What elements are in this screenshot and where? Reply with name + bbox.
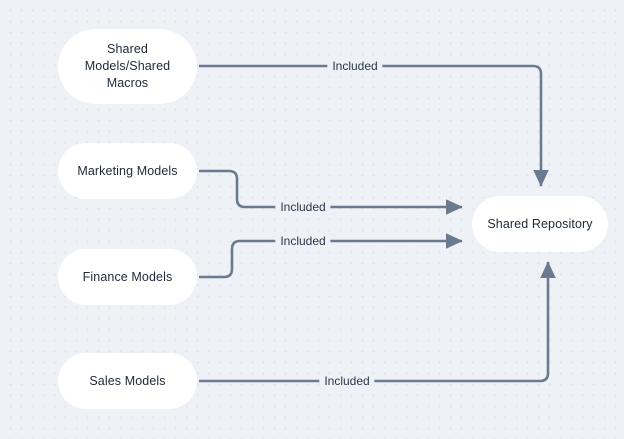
node-sales-models[interactable]: Sales Models [58,353,197,409]
node-shared-repository[interactable]: Shared Repository [472,196,608,252]
node-label: Shared Models/Shared Macros [84,42,171,90]
edge-label-marketing-models: Included [275,200,331,214]
node-shared-models[interactable]: Shared Models/Shared Macros [58,29,197,104]
edge-label-finance-models: Included [275,234,331,248]
edge-edge-sales-models [199,261,556,383]
edge-label-shared-models: Included [327,59,383,73]
node-label: Sales Models [89,373,166,388]
node-label: Finance Models [82,269,173,284]
node-label: Shared Repository [487,216,593,231]
edge-edge-shared-models [199,64,549,187]
edge-label-sales-models: Included [319,374,375,388]
node-finance-models[interactable]: Finance Models [58,249,197,305]
node-marketing-models[interactable]: Marketing Models [58,143,197,199]
node-label: Marketing Models [77,163,178,178]
